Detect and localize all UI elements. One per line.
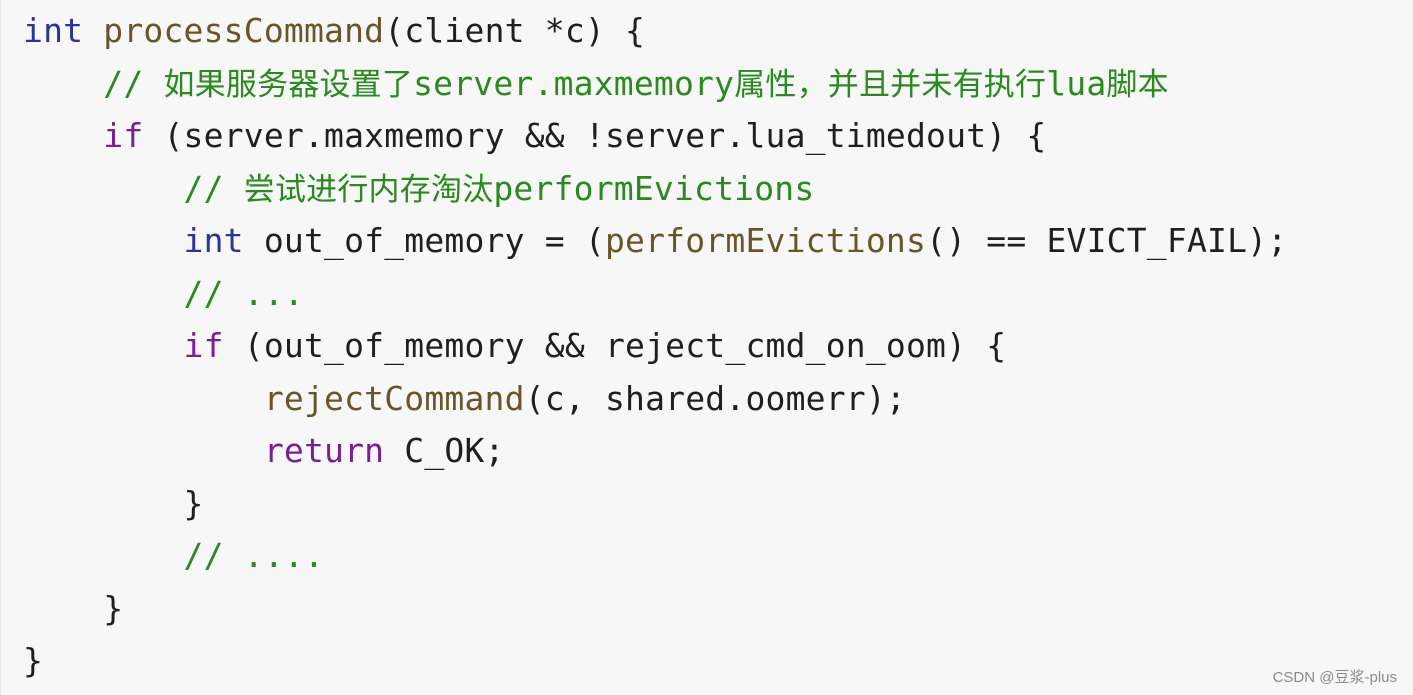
code-token: 尝试进行内存淘汰 (243, 171, 494, 208)
watermark: CSDN @豆浆-plus (1272, 669, 1397, 686)
code-token: if (103, 116, 144, 155)
code-token: int (183, 221, 244, 260)
code-token: if (183, 326, 224, 365)
code-line: } (23, 583, 123, 635)
code-token (83, 11, 103, 50)
code-token (23, 64, 103, 103)
code-token: // ... (183, 273, 304, 313)
code-token: } (23, 588, 124, 628)
code-token (23, 274, 184, 313)
code-line: // 如果服务器设置了server.maxmemory属性，并且并未有执行lua… (23, 58, 1169, 110)
code-token: 如果服务器设置了 (163, 66, 414, 103)
code-line: if (server.maxmemory && !server.lua_time… (23, 110, 1046, 162)
code-token: C_OK; (384, 431, 505, 470)
code-line: if (out_of_memory && reject_cmd_on_oom) … (23, 320, 1007, 372)
code-token: out_of_memory = ( (243, 221, 605, 260)
code-token: server.maxmemory (413, 63, 735, 103)
code-token: (out_of_memory && reject_cmd_on_oom) { (223, 326, 1007, 365)
code-line: } (23, 478, 204, 530)
code-line: // ... (23, 268, 304, 320)
code-token (23, 379, 264, 418)
code-token (23, 431, 264, 470)
code-token: performEvictions (493, 168, 815, 208)
code-line: // 尝试进行内存淘汰performEvictions (23, 163, 815, 215)
code-token: (c, shared.oomerr); (524, 378, 906, 418)
code-token: } (23, 641, 44, 680)
code-token: int (23, 11, 84, 50)
code-token: () == EVICT_FAIL); (926, 221, 1288, 260)
code-line: // .... (23, 530, 324, 582)
code-token (23, 326, 184, 365)
code-token (23, 116, 103, 155)
code-token: lua (1046, 63, 1107, 103)
code-token (23, 169, 184, 208)
code-token (23, 221, 184, 260)
code-token: (client *c) { (384, 11, 646, 50)
code-token (23, 536, 184, 575)
code-line: } (23, 635, 43, 687)
code-token: // (183, 168, 244, 208)
code-token: rejectCommand (263, 378, 525, 418)
code-token: // (103, 63, 164, 103)
code-token: return (263, 431, 385, 470)
code-token: // .... (183, 536, 325, 575)
code-token: (server.maxmemory && !server.lua_timedou… (143, 116, 1047, 155)
code-token: performEvictions (604, 221, 927, 260)
code-token: } (23, 483, 204, 523)
code-line: int processCommand(client *c) { (23, 5, 645, 57)
code-line: rejectCommand(c, shared.oomerr); (23, 373, 906, 425)
code-token: processCommand (103, 11, 385, 50)
code-line: return C_OK; (23, 425, 505, 477)
code-token: 脚本 (1106, 66, 1169, 103)
code-line: int out_of_memory = (performEvictions() … (23, 215, 1288, 267)
code-token: 属性，并且并未有执行 (734, 66, 1047, 103)
